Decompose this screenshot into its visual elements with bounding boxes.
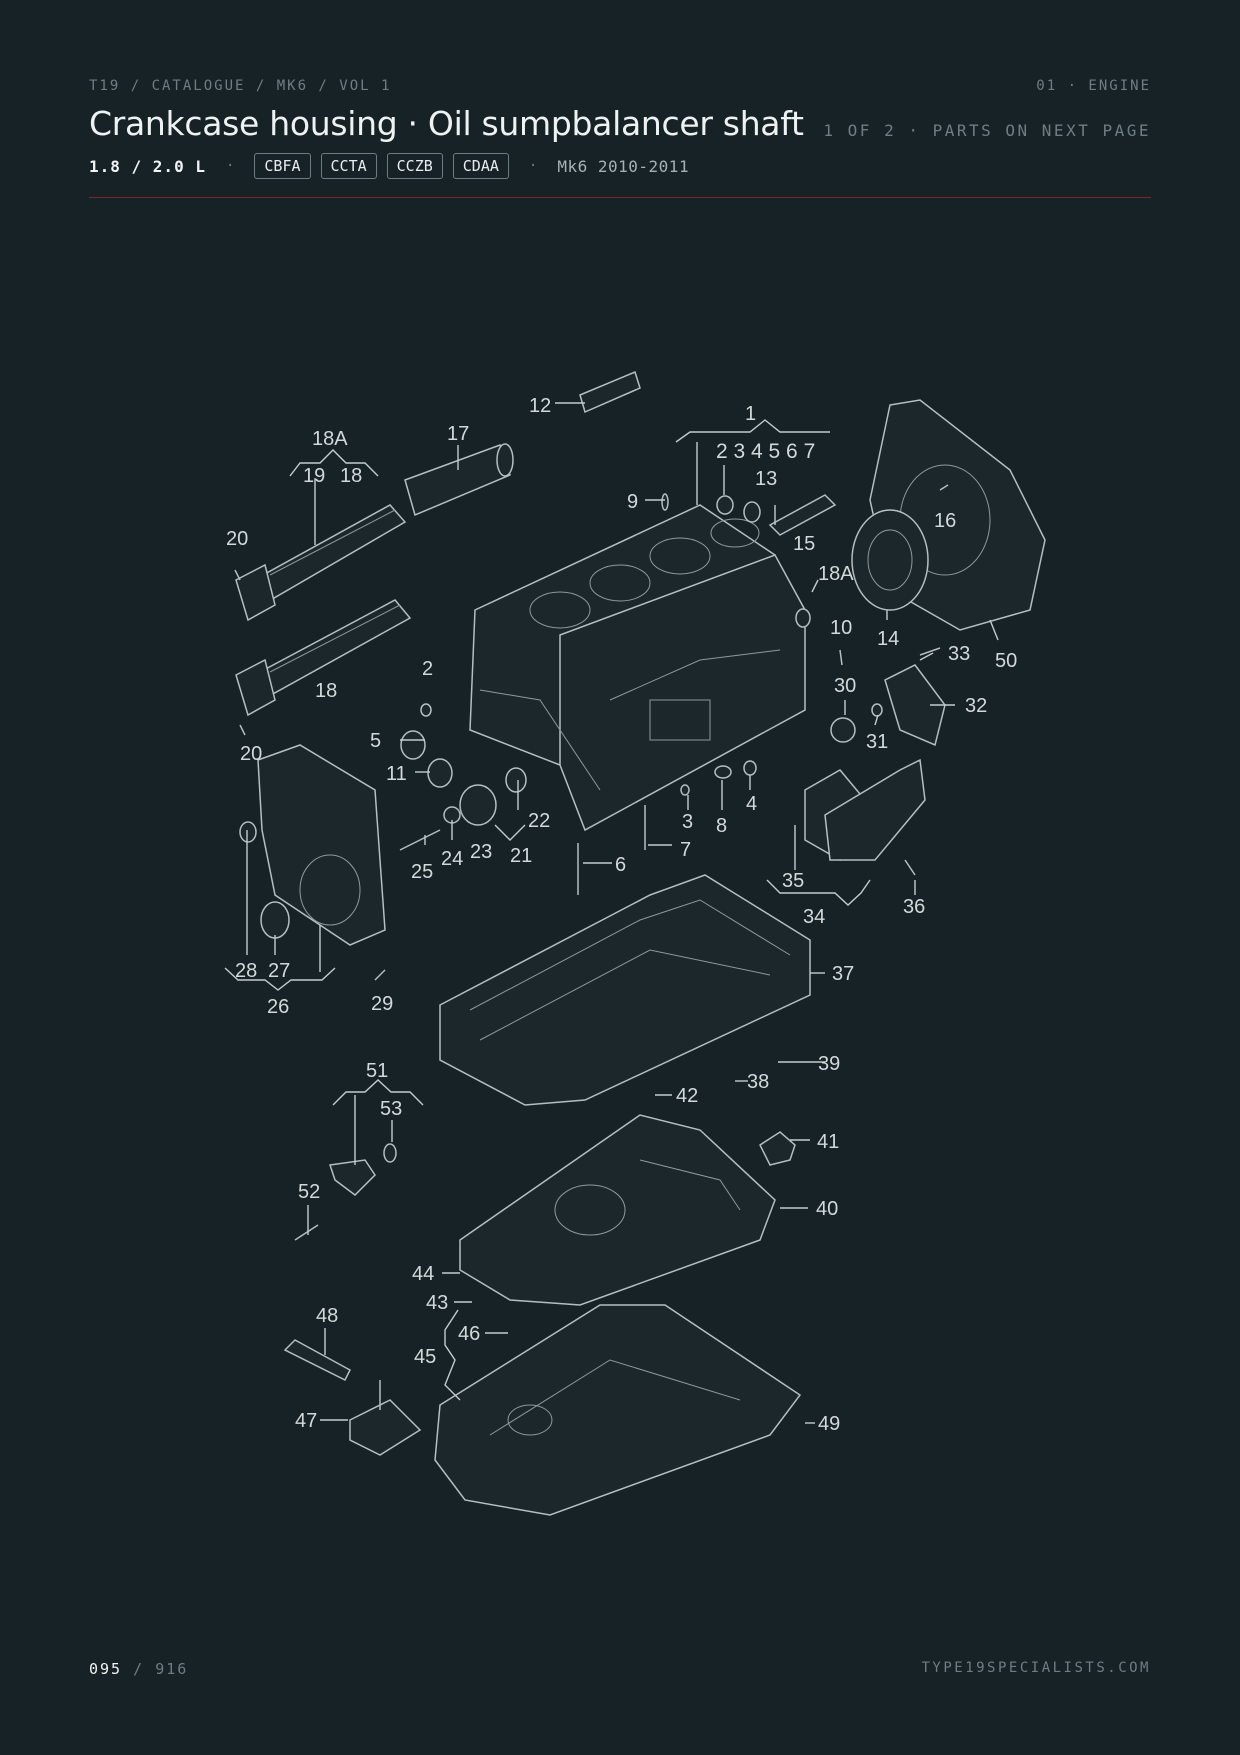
callout-53: 52 (298, 1181, 320, 1203)
header-rule (89, 197, 1151, 198)
callout-1: 1 (745, 403, 756, 425)
callout-54: 53 (380, 1098, 402, 1120)
page-separator: / (133, 1660, 145, 1678)
callout-18-upper: 18 (340, 465, 362, 487)
callout-26: 25 (411, 861, 433, 883)
callout-23: 22 (528, 810, 550, 832)
page-title: Crankcase housing · Oil sumpbalancer sha… (89, 104, 804, 143)
balancer-shaft-lower[interactable] (235, 599, 412, 717)
engine-specs: 1.8 / 2.0 L · CBFA CCTA CCZB CDAA · Mk6 … (89, 152, 689, 180)
callout-34: 33 (948, 643, 970, 665)
current-page: 095 (89, 1660, 123, 1678)
callout-33: 32 (965, 695, 987, 717)
callout-3: 3 (682, 811, 693, 833)
callout-10: 10 (830, 617, 852, 639)
callout-45: 44 (412, 1263, 434, 1285)
callout-38: 37 (832, 963, 854, 985)
callout-36: 35 (782, 870, 804, 892)
callout-28: 27 (268, 960, 290, 982)
callout-11: 11 (386, 763, 407, 785)
callout-44: 43 (426, 1292, 448, 1314)
page-range-note: 1 OF 2 · PARTS ON NEXT PAGE (823, 121, 1151, 140)
callout-52: 51 (366, 1060, 388, 1082)
callout-43: 42 (676, 1085, 698, 1107)
separator-dot: · (225, 158, 235, 174)
callout-51: 50 (995, 650, 1017, 672)
total-pages: 916 (155, 1660, 189, 1678)
callout-20: 19 (303, 465, 325, 487)
callout-37: 36 (903, 896, 925, 918)
engine-code-tag[interactable]: CCTA (320, 153, 377, 179)
callout-leaders (224, 402, 999, 1424)
separator-dot: · (528, 158, 538, 174)
callout-2-7: 2 3 4 5 6 7 (716, 440, 815, 463)
tube-12[interactable] (579, 370, 641, 414)
callout-18-lower: 18 (315, 680, 337, 702)
engine-code-tag[interactable]: CDAA (452, 153, 509, 179)
callout-25: 24 (441, 848, 463, 870)
callout-17: 17 (447, 423, 469, 445)
callout-40: 39 (818, 1053, 840, 1075)
callout-2: 2 (422, 658, 433, 680)
callout-4: 4 (746, 793, 757, 815)
engine-code-tag[interactable]: CCZB (386, 153, 443, 179)
seal-flange-14[interactable] (851, 509, 929, 611)
engine-code-tag[interactable]: CBFA (254, 153, 311, 179)
cylinder-block[interactable] (469, 504, 806, 832)
callout-21-lower: 20 (240, 743, 262, 765)
callout-labels: 1 2 3 4 5 6 7 13 9 12 18A 17 19 18 20 18… (226, 395, 1017, 1435)
breather-42[interactable] (759, 1131, 796, 1166)
callout-32: 31 (866, 731, 888, 753)
callout-39: 38 (747, 1071, 769, 1093)
callout-9: 9 (627, 491, 638, 513)
callout-50: 49 (818, 1413, 840, 1435)
small-parts[interactable] (234, 484, 949, 981)
callout-49: 48 (316, 1305, 338, 1327)
callout-24: 23 (470, 841, 492, 863)
callout-12: 12 (529, 395, 551, 417)
balancer-shaft-upper[interactable] (235, 504, 407, 622)
callout-48: 47 (295, 1410, 317, 1432)
breadcrumb[interactable]: T19 / CATALOGUE / MK6 / VOL 1 (89, 78, 392, 94)
callout-19: 18A (818, 563, 854, 585)
sleeve-17[interactable] (404, 443, 514, 517)
model-years: Mk6 2010-2011 (557, 156, 690, 176)
callout-6: 6 (615, 854, 626, 876)
callout-29: 28 (235, 960, 257, 982)
callout-30: 29 (371, 993, 393, 1015)
callout-15: 15 (793, 533, 815, 555)
ladder-frame-38[interactable] (439, 874, 811, 1106)
callout-18a: 18A (312, 428, 348, 450)
callout-14: 14 (877, 628, 899, 650)
timing-cover-27[interactable] (239, 744, 386, 946)
callout-13: 13 (755, 468, 777, 490)
callout-41: 40 (816, 1198, 838, 1220)
page-number: 095 / 916 (89, 1660, 188, 1678)
callout-27: 26 (267, 996, 289, 1018)
oil-pan-46[interactable] (434, 1304, 802, 1516)
callout-31: 30 (834, 675, 856, 697)
site-link[interactable]: TYPE19SPECIALISTS.COM (921, 1660, 1151, 1676)
callout-5: 5 (370, 730, 381, 752)
baffle-plate-41[interactable] (459, 1114, 776, 1306)
oil-filter-housing-35[interactable] (804, 758, 926, 862)
callout-42: 41 (817, 1131, 839, 1153)
displacement: 1.8 / 2.0 L (89, 156, 206, 176)
callout-8: 8 (716, 815, 727, 837)
callout-21-upper: 20 (226, 528, 248, 550)
oil-level-sensor-48[interactable] (283, 1339, 422, 1456)
callout-7: 7 (680, 839, 691, 861)
callout-16: 16 (934, 510, 956, 532)
callout-47: 46 (458, 1323, 480, 1345)
callout-46: 45 (414, 1346, 436, 1368)
oil-pressure-switch-52[interactable] (294, 1143, 397, 1241)
section-label: 01 · ENGINE (1036, 78, 1151, 94)
callout-22: 21 (510, 845, 532, 867)
callout-35: 34 (803, 906, 825, 928)
